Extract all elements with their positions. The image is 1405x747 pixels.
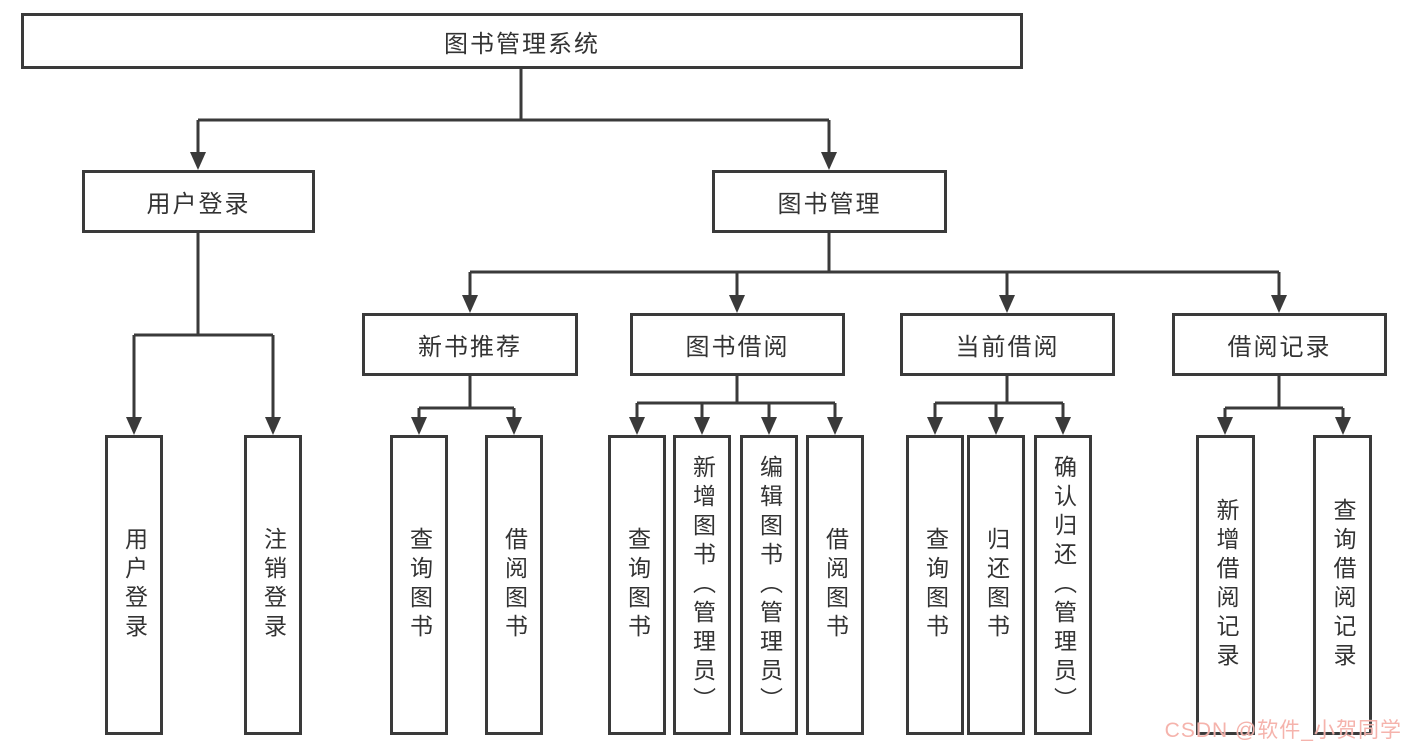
node-book-management: 图书管理	[712, 170, 947, 233]
arrowhead-icon	[462, 295, 478, 313]
arrowhead-icon	[190, 152, 206, 170]
node-new-book-recommend: 新书推荐	[362, 313, 578, 376]
leaf-return-book: 归还图书	[967, 435, 1025, 735]
leaf-borrow-books-recommend: 借阅图书	[485, 435, 543, 735]
arrowhead-icon	[126, 417, 142, 435]
node-book-borrow: 图书借阅	[630, 313, 845, 376]
arrowhead-icon	[999, 295, 1015, 313]
arrowhead-icon	[927, 417, 943, 435]
connector-current-borrow-subtree	[933, 376, 1065, 420]
arrowhead-icon	[988, 417, 1004, 435]
leaf-add-book-admin: 新增图书（管理员）	[673, 435, 731, 735]
node-library-management-system: 图书管理系统	[21, 13, 1023, 69]
leaf-logout: 注销登录	[244, 435, 302, 735]
node-user-login: 用户登录	[82, 170, 315, 233]
arrowhead-icon	[827, 417, 843, 435]
node-borrow-records: 借阅记录	[1172, 313, 1387, 376]
arrowhead-icon	[411, 417, 427, 435]
connector-book-management-to-level3	[468, 233, 1281, 298]
arrowhead-icon	[694, 417, 710, 435]
leaf-query-books-current: 查询图书	[906, 435, 964, 735]
arrowhead-icon	[761, 417, 777, 435]
arrowhead-icon	[729, 295, 745, 313]
arrowhead-icons	[126, 152, 1351, 435]
arrowhead-icon	[1271, 295, 1287, 313]
leaf-query-books-recommend: 查询图书	[390, 435, 448, 735]
connector-root-to-level2	[196, 68, 831, 154]
arrowhead-icon	[1335, 417, 1351, 435]
leaf-add-borrow-record: 新增借阅记录	[1196, 435, 1255, 735]
leaf-edit-book-admin: 编辑图书（管理员）	[740, 435, 798, 735]
node-current-borrow: 当前借阅	[900, 313, 1115, 376]
arrowhead-icon	[506, 417, 522, 435]
csdn-watermark: CSDN @软件_小贺同学	[1164, 719, 1402, 742]
leaf-query-borrow-record: 查询借阅记录	[1313, 435, 1372, 735]
connector-borrow-records-subtree	[1223, 376, 1345, 420]
arrowhead-icon	[821, 152, 837, 170]
arrowhead-icon	[265, 417, 281, 435]
leaf-confirm-return-admin: 确认归还（管理员）	[1034, 435, 1092, 735]
connector-new-book-recommend-subtree	[417, 376, 516, 420]
leaf-user-login: 用户登录	[105, 435, 163, 735]
connector-book-borrow-subtree	[635, 376, 837, 420]
connector-user-login-subtree	[132, 233, 275, 419]
arrowhead-icon	[1217, 417, 1233, 435]
arrowhead-icon	[1055, 417, 1071, 435]
arrowhead-icon	[629, 417, 645, 435]
leaf-query-books-borrow: 查询图书	[608, 435, 666, 735]
leaf-borrow-books: 借阅图书	[806, 435, 864, 735]
